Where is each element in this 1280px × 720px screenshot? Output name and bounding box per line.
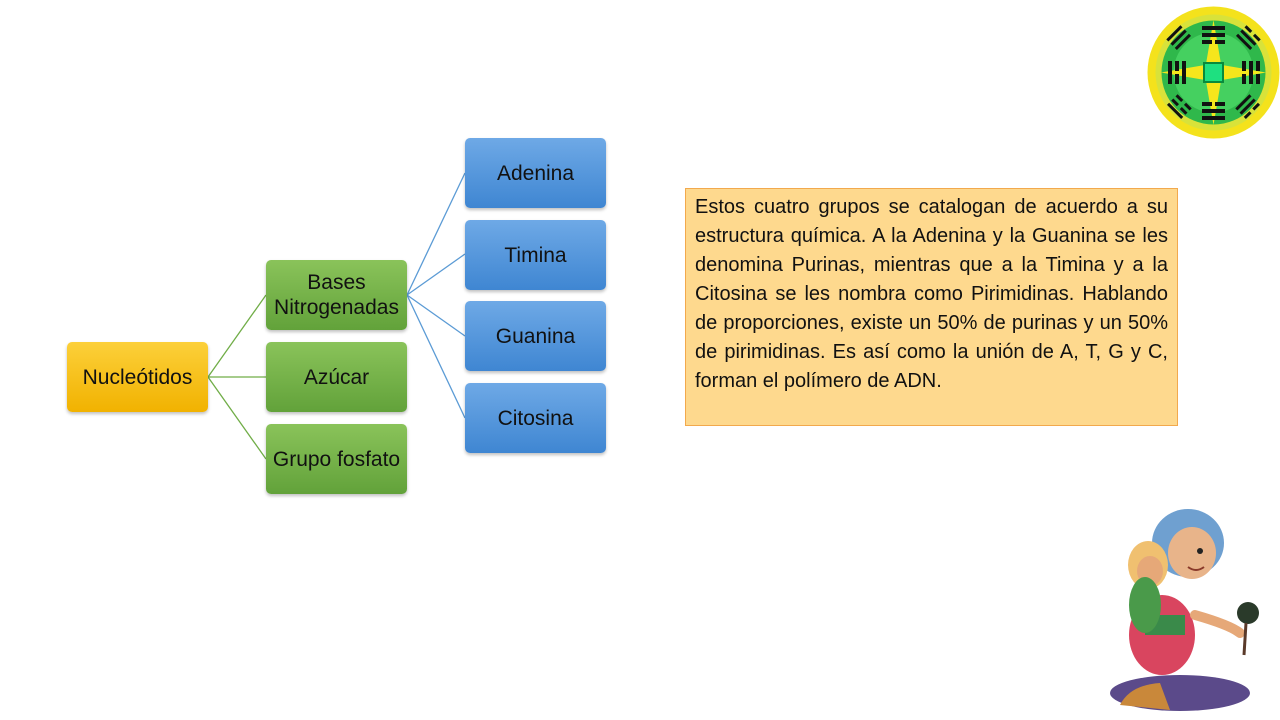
node-nucleotidos: Nucleótidos [67, 342, 208, 412]
node-citosina-label: Citosina [497, 406, 574, 430]
node-azucar-label: Azúcar [303, 365, 370, 389]
node-citosina: Citosina [465, 383, 606, 453]
node-adenina-label: Adenina [496, 161, 575, 185]
node-guanina-label: Guanina [495, 324, 576, 348]
node-azucar: Azúcar [266, 342, 407, 412]
connector-root-bases [207, 294, 267, 378]
bagua-logo-icon [1147, 6, 1280, 139]
node-adenina: Adenina [465, 138, 606, 208]
node-nucleotidos-label: Nucleótidos [82, 365, 193, 389]
node-timina-label: Timina [504, 243, 567, 267]
connector-bases-adenina [406, 172, 466, 296]
node-guanina: Guanina [465, 301, 606, 371]
connector-bases-guanina [406, 294, 466, 337]
info-paragraph: Estos cuatro grupos se catalogan de acue… [695, 196, 1168, 392]
mother-child-illustration [1110, 509, 1259, 711]
connector-bases-timina [406, 253, 466, 296]
node-timina: Timina [465, 220, 606, 290]
node-bases-nitrogenadas: Bases Nitrogenadas [266, 260, 407, 330]
node-bases-nitrogenadas-label: Bases Nitrogenadas [274, 271, 399, 319]
info-text-box: Estos cuatro grupos se catalogan de acue… [685, 188, 1178, 426]
node-grupo-fosfato-label: Grupo fosfato [272, 447, 401, 471]
node-grupo-fosfato: Grupo fosfato [266, 424, 407, 494]
connector-bases-citosina [406, 294, 466, 419]
connector-root-fosfato [207, 376, 267, 460]
